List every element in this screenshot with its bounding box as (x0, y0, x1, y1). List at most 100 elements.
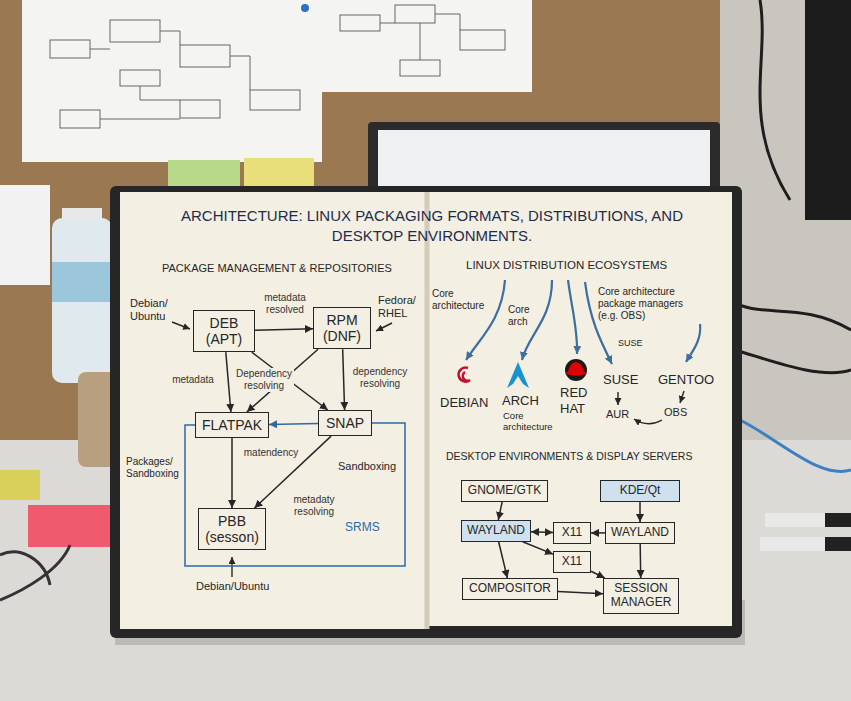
box-label: X11 (559, 555, 585, 569)
scribble-line (380, 14, 460, 60)
note-label: AUR (606, 408, 634, 421)
box-label: PBB (sesson) (205, 513, 259, 545)
process-box: WAYLAND (461, 520, 531, 542)
process-box: X11 (553, 522, 591, 544)
note-label: Core architecture package managers (e.g.… (598, 286, 696, 322)
box-label: COMPOSITOR (468, 582, 552, 596)
edge-label: metadata resolved (260, 292, 310, 316)
sticky-note (168, 160, 240, 188)
usb-cap (825, 513, 851, 527)
distro-name: RED HAT (560, 385, 598, 416)
paper-scribble (340, 5, 505, 76)
debian-logo (459, 368, 470, 382)
distro-name: GENTOO (658, 372, 720, 388)
section-heading: PACKAGE MANAGEMENT & REPOSITORIES (162, 262, 424, 275)
box-label: DEB (APT) (200, 315, 248, 347)
sticky-note (0, 470, 40, 500)
source-label: Fedora/ RHEL (378, 294, 424, 320)
right-page (428, 192, 732, 626)
section-heading: DESKTOP ENVIRONMENTS & DISPLAY SERVERS (446, 450, 728, 463)
scribble-box (395, 5, 435, 23)
process-box: SNAP (318, 410, 372, 436)
process-box: KDE/Qt (600, 480, 680, 502)
process-box: X11 (553, 551, 591, 573)
note-label: Core architecture (503, 410, 563, 433)
distro-name: DEBIAN (440, 395, 496, 411)
pinned-paper (322, 0, 532, 92)
ecosystem-arrow (686, 324, 700, 362)
pinned-paper (22, 0, 322, 162)
leader-line (376, 323, 392, 331)
note-label: Core architecture (432, 288, 496, 312)
section-heading: LINUX DISTRIBUTION ECOSYSTEMS (466, 259, 716, 273)
relation-arrow (617, 392, 618, 405)
connector (639, 502, 641, 522)
scribble-line (90, 31, 250, 119)
left-page (120, 192, 427, 629)
connector (499, 542, 508, 578)
box-label: X11 (559, 526, 585, 540)
connector (531, 531, 553, 533)
ecosystem-arrow (466, 280, 505, 360)
edge-label: Dependency resolving (234, 368, 294, 392)
box-label: RPM (DNF) (320, 312, 364, 344)
scribble-box (180, 45, 230, 67)
box-label: SNAP (325, 415, 365, 431)
connector (591, 532, 605, 534)
box-label: WAYLAND (611, 526, 669, 540)
scribble-box (400, 60, 440, 76)
process-box: GNOME/GTK (461, 480, 548, 502)
ecosystem-curves (466, 280, 700, 364)
relation-arrow (680, 391, 684, 403)
sticky-note (244, 158, 314, 188)
redhat-logo (565, 359, 587, 381)
process-box: WAYLAND (605, 522, 675, 544)
edge-label: dependency resolving (350, 366, 410, 390)
connector (343, 349, 345, 410)
process-box: FLATPAK (195, 412, 269, 438)
distro-name: SUSE (603, 372, 643, 388)
page-title: ARCHITECTURE: LINUX PACKAGING FORMATS, D… (152, 206, 712, 245)
note-label: Core arch (508, 304, 535, 328)
box-label: GNOME/GTK (467, 484, 542, 498)
note-label: Packages/ Sandboxing (126, 456, 182, 480)
scribble-box (120, 70, 160, 86)
ecosystem-arrow (568, 280, 577, 354)
note-label: SUSE (618, 338, 648, 349)
note-label: OBS (664, 406, 692, 419)
connector (639, 544, 641, 578)
scribble-box (460, 30, 505, 50)
cable (730, 0, 851, 373)
leader-line (231, 557, 232, 577)
process-box: DEB (APT) (193, 310, 255, 352)
source-label: Debian/ Ubuntu (130, 297, 176, 323)
connector (255, 329, 313, 330)
leader-line (172, 322, 190, 329)
connector (558, 591, 603, 593)
connector (269, 423, 318, 425)
glasses (0, 545, 70, 600)
push-pin (301, 4, 309, 12)
redhat-brim (566, 371, 586, 376)
cable (740, 420, 851, 472)
water-bottle (52, 218, 112, 383)
laptop-screen (378, 130, 710, 192)
connector (185, 423, 405, 566)
distro-name: ARCH (502, 393, 542, 409)
box-label: SESSION MANAGER (609, 582, 673, 610)
scribble-box (60, 110, 100, 128)
scribble-box (110, 20, 160, 42)
usb-cap (825, 537, 851, 551)
box-label: KDE/Qt (606, 484, 674, 498)
laptop (368, 122, 720, 197)
connector (591, 571, 605, 578)
source-label: Debian/Ubuntu (196, 580, 286, 593)
process-box: PBB (sesson) (198, 508, 266, 550)
connector (231, 438, 233, 508)
relation-arrow (634, 419, 662, 424)
edge-label: metadata (168, 374, 218, 386)
process-box: RPM (DNF) (313, 307, 371, 349)
box-label: FLATPAK (202, 417, 262, 433)
